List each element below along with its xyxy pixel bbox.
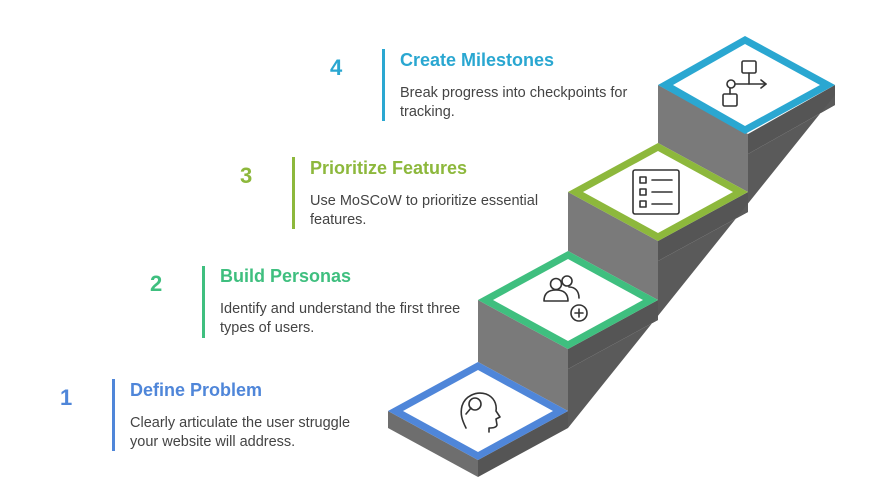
step-description: Break progress into checkpoints for trac… <box>400 85 628 120</box>
stair-top-4 <box>658 36 835 134</box>
step-number: 3 <box>240 163 253 188</box>
step-divider <box>112 379 115 451</box>
step-description: Identify and understand the first three … <box>220 301 461 336</box>
step-divider <box>382 49 385 121</box>
stair-block-2-side <box>568 300 658 369</box>
step-number: 2 <box>150 271 163 296</box>
step-title: Define Problem <box>130 380 263 400</box>
step-number: 4 <box>330 55 343 80</box>
step-divider <box>292 157 295 229</box>
step-description: Clearly articulate the user struggle you… <box>130 415 351 450</box>
step-divider <box>202 266 205 338</box>
flowchart-icon <box>722 60 767 107</box>
stair-block-1-side <box>478 411 568 477</box>
stair-block-4-side <box>748 85 835 154</box>
stair-blocks <box>388 85 835 477</box>
step-number: 1 <box>60 385 73 410</box>
checklist-icon <box>632 169 680 215</box>
stair-block-3-side <box>658 192 748 261</box>
step-title: Build Personas <box>220 266 352 286</box>
person-head-search-icon <box>460 392 501 433</box>
users-add-icon <box>543 275 588 322</box>
step-title: Create Milestones <box>400 50 555 70</box>
step-title: Prioritize Features <box>310 158 468 178</box>
stair-top-1 <box>388 362 568 460</box>
stair-block-3-front <box>568 192 658 300</box>
stair-block-1-front <box>388 411 478 477</box>
stair-column-side <box>568 85 835 428</box>
step-description: Use MoSCoW to prioritize essential featu… <box>310 193 539 228</box>
stair-block-4-front <box>658 85 748 192</box>
stair-block-2-front <box>478 300 568 411</box>
